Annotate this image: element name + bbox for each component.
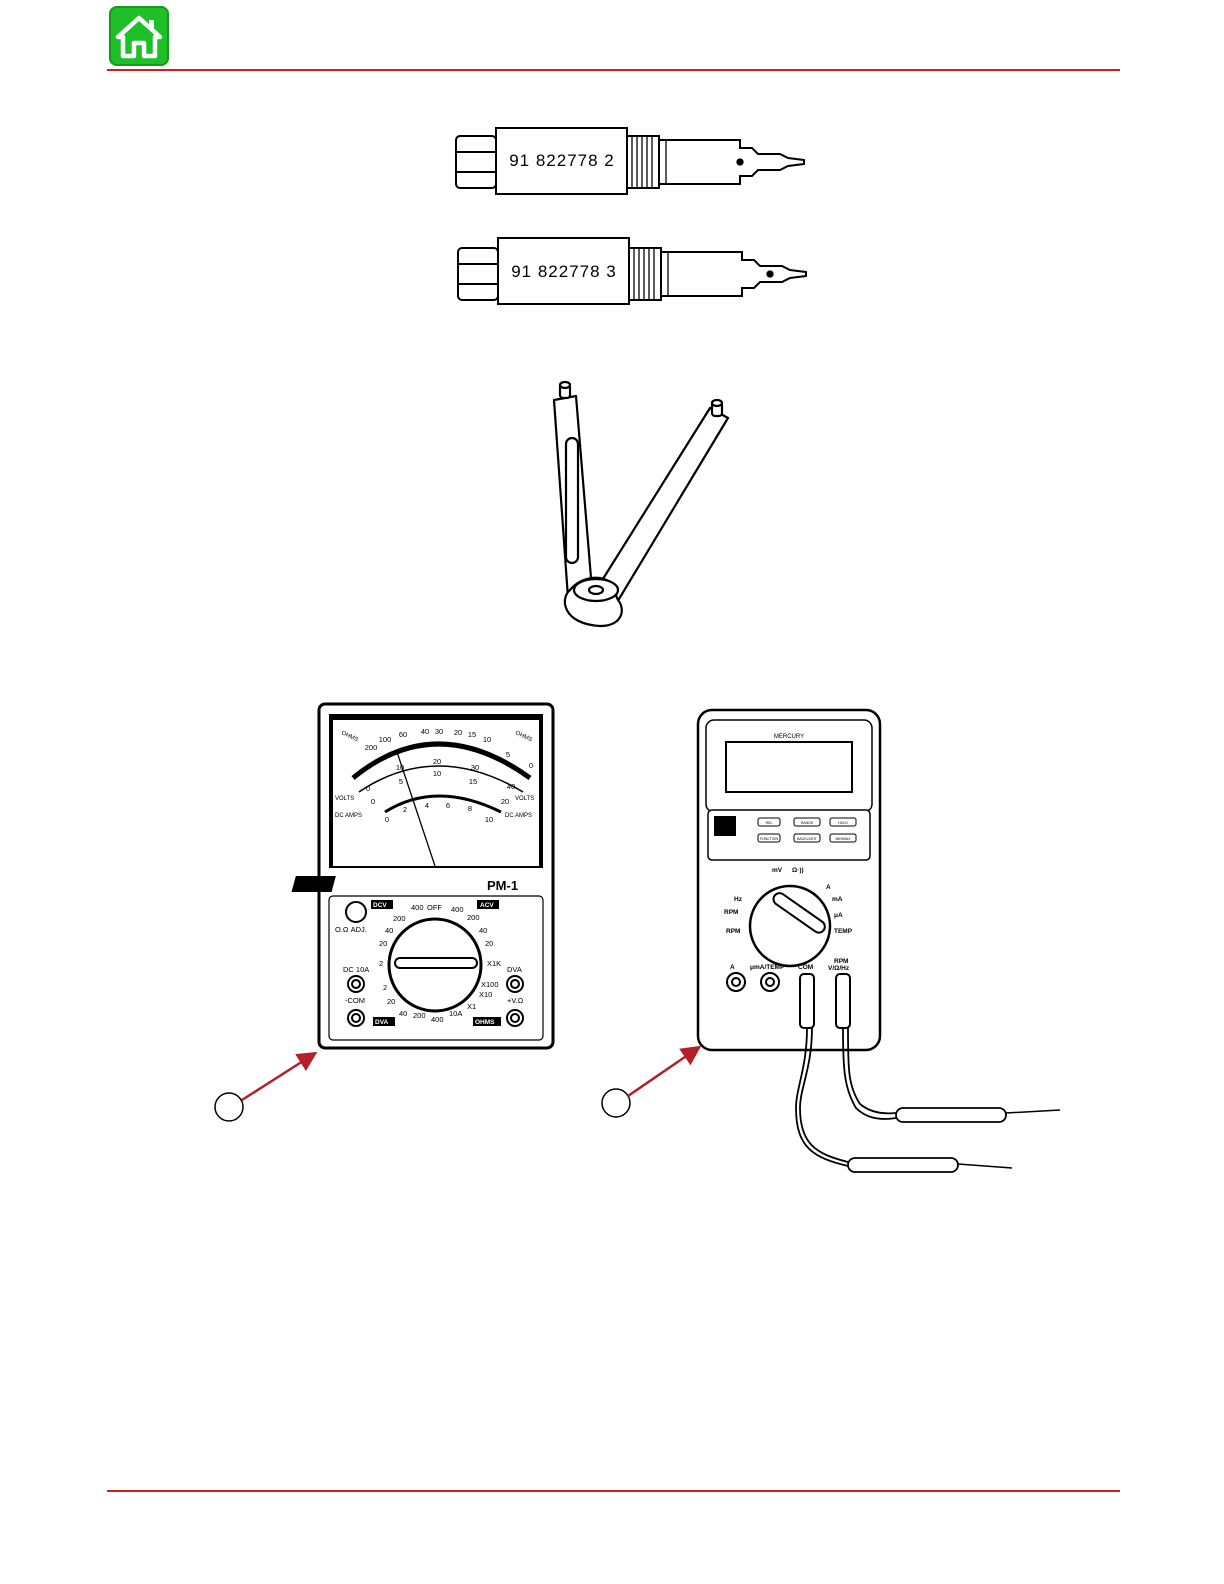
adj-label: O.Ω ADJ.	[335, 925, 367, 934]
dmm-jack-rpm: RPM	[834, 958, 848, 965]
acv-tick: 400	[451, 905, 464, 914]
ohm-tick: 20	[454, 728, 462, 737]
dmm-button-label: HOLD	[838, 821, 848, 825]
volt-tick: 20	[433, 757, 441, 766]
ohm-tick: 10	[483, 735, 491, 744]
dva-label: DVA	[375, 1019, 389, 1026]
callout-arrows	[214, 1045, 702, 1122]
dcamps-right-label: DC AMPS	[505, 813, 532, 819]
volt-mid-tick: 5	[399, 777, 403, 786]
dmm-func: μA	[834, 912, 843, 919]
dva-tick: 20	[387, 997, 395, 1006]
callout-arrow-2	[627, 1045, 702, 1098]
dmm-button-label: BACKLIGHT	[797, 837, 818, 841]
home-button[interactable]	[109, 6, 169, 66]
dmm-func: Ω·))	[792, 867, 804, 874]
home-icon	[115, 15, 163, 59]
volt-tick: 30	[471, 763, 479, 772]
volt-mid-tick: 10	[433, 769, 441, 778]
ohm-tick: 60	[399, 730, 407, 739]
footer-rule	[107, 1490, 1120, 1492]
spark-plug-adapter-figure-b: 91 822778 3	[457, 237, 807, 305]
volts-right-label: VOLTS	[515, 796, 534, 802]
dmm-func: RPM	[724, 909, 738, 916]
amp-tick: 8	[468, 804, 472, 813]
dmm-func: mA	[832, 896, 843, 903]
dmm-jack-com: COM	[798, 964, 813, 971]
dcv-tick: 200	[393, 914, 406, 923]
dmm-button-label: FUNCTION	[760, 837, 779, 841]
amp-tick: 4	[425, 801, 429, 810]
10a-label: 10A	[449, 1009, 462, 1018]
volt-mid-tick: 20	[501, 797, 509, 806]
volt-mid-tick: 0	[371, 797, 375, 806]
ohm-tick: 100	[379, 735, 392, 744]
volt-mid-tick: 15	[469, 777, 477, 786]
dcv-tick: 400	[411, 903, 424, 912]
ohms-range-label: OHMS	[475, 1019, 495, 1026]
dc10a-label: DC 10A	[343, 965, 369, 974]
digital-multimeter-figure: MERCURY HOLD MIN/MAX RANGE FUNCTION REL …	[696, 708, 1061, 1173]
dmm-jack-ua: μmA/TEMP	[750, 964, 785, 971]
ohm-tick: 200	[365, 743, 378, 752]
dcv-label: DCV	[373, 902, 387, 909]
dmm-button-label: MIN/MAX	[836, 837, 852, 841]
spark-plug-adapter-figure-a: 91 822778 2	[455, 127, 805, 195]
ohm-tick: 40	[421, 727, 429, 736]
dmm-func: Hz	[734, 896, 743, 903]
adapter-b-part-number: 91 822778 3	[511, 262, 617, 281]
dcamps-left-label: DC AMPS	[335, 813, 362, 819]
dmm-jack-a: A	[730, 964, 735, 971]
digital-brand: MERCURY	[774, 734, 804, 740]
header-rule	[107, 69, 1120, 71]
dva-tick: 40	[399, 1009, 407, 1018]
acv-tick: 200	[467, 913, 480, 922]
off-label: OFF	[427, 903, 442, 912]
volt-tick: 40	[507, 782, 515, 791]
ohm-tick: 0	[529, 761, 533, 770]
dva-tick: 2	[383, 983, 387, 992]
amp-tick: 0	[385, 815, 389, 824]
x10-label: X10	[479, 990, 492, 999]
spanner-wrench-icon	[552, 380, 730, 628]
dmm-button-label: RANGE	[801, 821, 814, 825]
dcv-tick: 2	[379, 959, 383, 968]
dcv-tick: 40	[385, 926, 393, 935]
analog-brand: ES	[351, 876, 371, 893]
adapter-a-part-number: 91 822778 2	[509, 151, 615, 170]
ohm-tick: 15	[468, 730, 476, 739]
dmm-func: mV	[772, 867, 783, 874]
callout-circle-1	[214, 1092, 244, 1122]
dcv-tick: 20	[379, 939, 387, 948]
acv-tick: 20	[485, 939, 493, 948]
dmm-func: A	[826, 884, 831, 891]
dmm-jack-v: V/Ω/Hz	[828, 965, 850, 972]
dmm-func: TEMP	[834, 928, 853, 935]
dva-tick: 400	[431, 1015, 444, 1024]
x100-label: X100	[481, 980, 499, 989]
amp-tick: 10	[485, 815, 493, 824]
analog-model: PM-1	[487, 878, 518, 893]
acv-label: ACV	[480, 902, 494, 909]
amp-tick: 2	[403, 805, 407, 814]
dva-tick: 200	[413, 1011, 426, 1020]
ohm-tick: 5	[506, 750, 510, 759]
dmm-func: RPM	[726, 928, 740, 935]
volt-tick: 10	[396, 763, 404, 772]
callout-circle-2	[601, 1088, 631, 1118]
x1k-label: X1K	[487, 959, 501, 968]
volt-tick: 0	[366, 784, 370, 793]
amp-tick: 6	[446, 801, 450, 810]
callout-arrow-1	[241, 1051, 318, 1102]
dva-jack-label: DVA	[507, 965, 522, 974]
volts-left-label: VOLTS	[335, 796, 354, 802]
analog-multimeter-figure: OHMS OHMS VOLTS VOLTS DC AMPS DC AMPS 20…	[291, 702, 555, 1050]
com-label: -COM	[345, 996, 365, 1005]
vohm-jack-label: +V.Ω	[507, 996, 524, 1005]
x1-label: X1	[467, 1002, 476, 1011]
acv-tick: 40	[479, 926, 487, 935]
dmm-button-label: REL	[766, 821, 773, 825]
ohm-tick: 30	[435, 727, 443, 736]
